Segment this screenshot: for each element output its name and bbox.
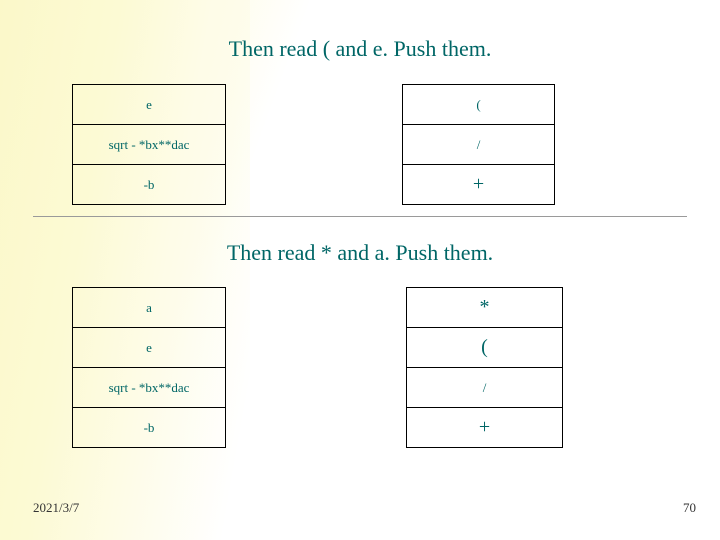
- stack-table-two-right: * ( / +: [406, 287, 563, 448]
- stack-cell: e: [72, 327, 226, 368]
- table-row: sqrt - *bx**dac: [72, 124, 226, 165]
- table-row: a: [72, 287, 226, 328]
- table-row: /: [406, 367, 563, 408]
- stack-cell: (: [406, 327, 563, 368]
- table-row: (: [402, 84, 555, 125]
- table-row: +: [402, 164, 555, 205]
- table-row: e: [72, 327, 226, 368]
- stack-cell: e: [72, 84, 226, 125]
- table-row: +: [406, 407, 563, 448]
- stack-cell: /: [406, 367, 563, 408]
- table-row: *: [406, 287, 563, 328]
- section-one-title: Then read ( and e. Push them.: [228, 36, 492, 61]
- stack-cell: -b: [72, 164, 226, 205]
- stack-table-one-left: e sqrt - *bx**dac -b: [72, 84, 226, 205]
- footer-date: 2021/3/7: [33, 500, 80, 515]
- footer-page-number: 70: [683, 500, 696, 515]
- stack-cell: /: [402, 124, 555, 165]
- background-gradient-wedge: [0, 0, 250, 540]
- table-row: (: [406, 327, 563, 368]
- section-divider: [33, 216, 687, 217]
- stack-cell: sqrt - *bx**dac: [72, 124, 226, 165]
- stack-cell: +: [402, 164, 555, 205]
- table-row: /: [402, 124, 555, 165]
- stack-table-two-left: a e sqrt - *bx**dac -b: [72, 287, 226, 448]
- table-row: -b: [72, 407, 226, 448]
- section-two-title: Then read * and a. Push them.: [226, 240, 494, 265]
- stack-cell: sqrt - *bx**dac: [72, 367, 226, 408]
- stack-table-one-right: ( / +: [402, 84, 555, 205]
- stack-cell: *: [406, 287, 563, 328]
- stack-cell: -b: [72, 407, 226, 448]
- table-row: -b: [72, 164, 226, 205]
- table-row: sqrt - *bx**dac: [72, 367, 226, 408]
- stack-cell: (: [402, 84, 555, 125]
- stack-cell: +: [406, 407, 563, 448]
- stack-cell: a: [72, 287, 226, 328]
- table-row: e: [72, 84, 226, 125]
